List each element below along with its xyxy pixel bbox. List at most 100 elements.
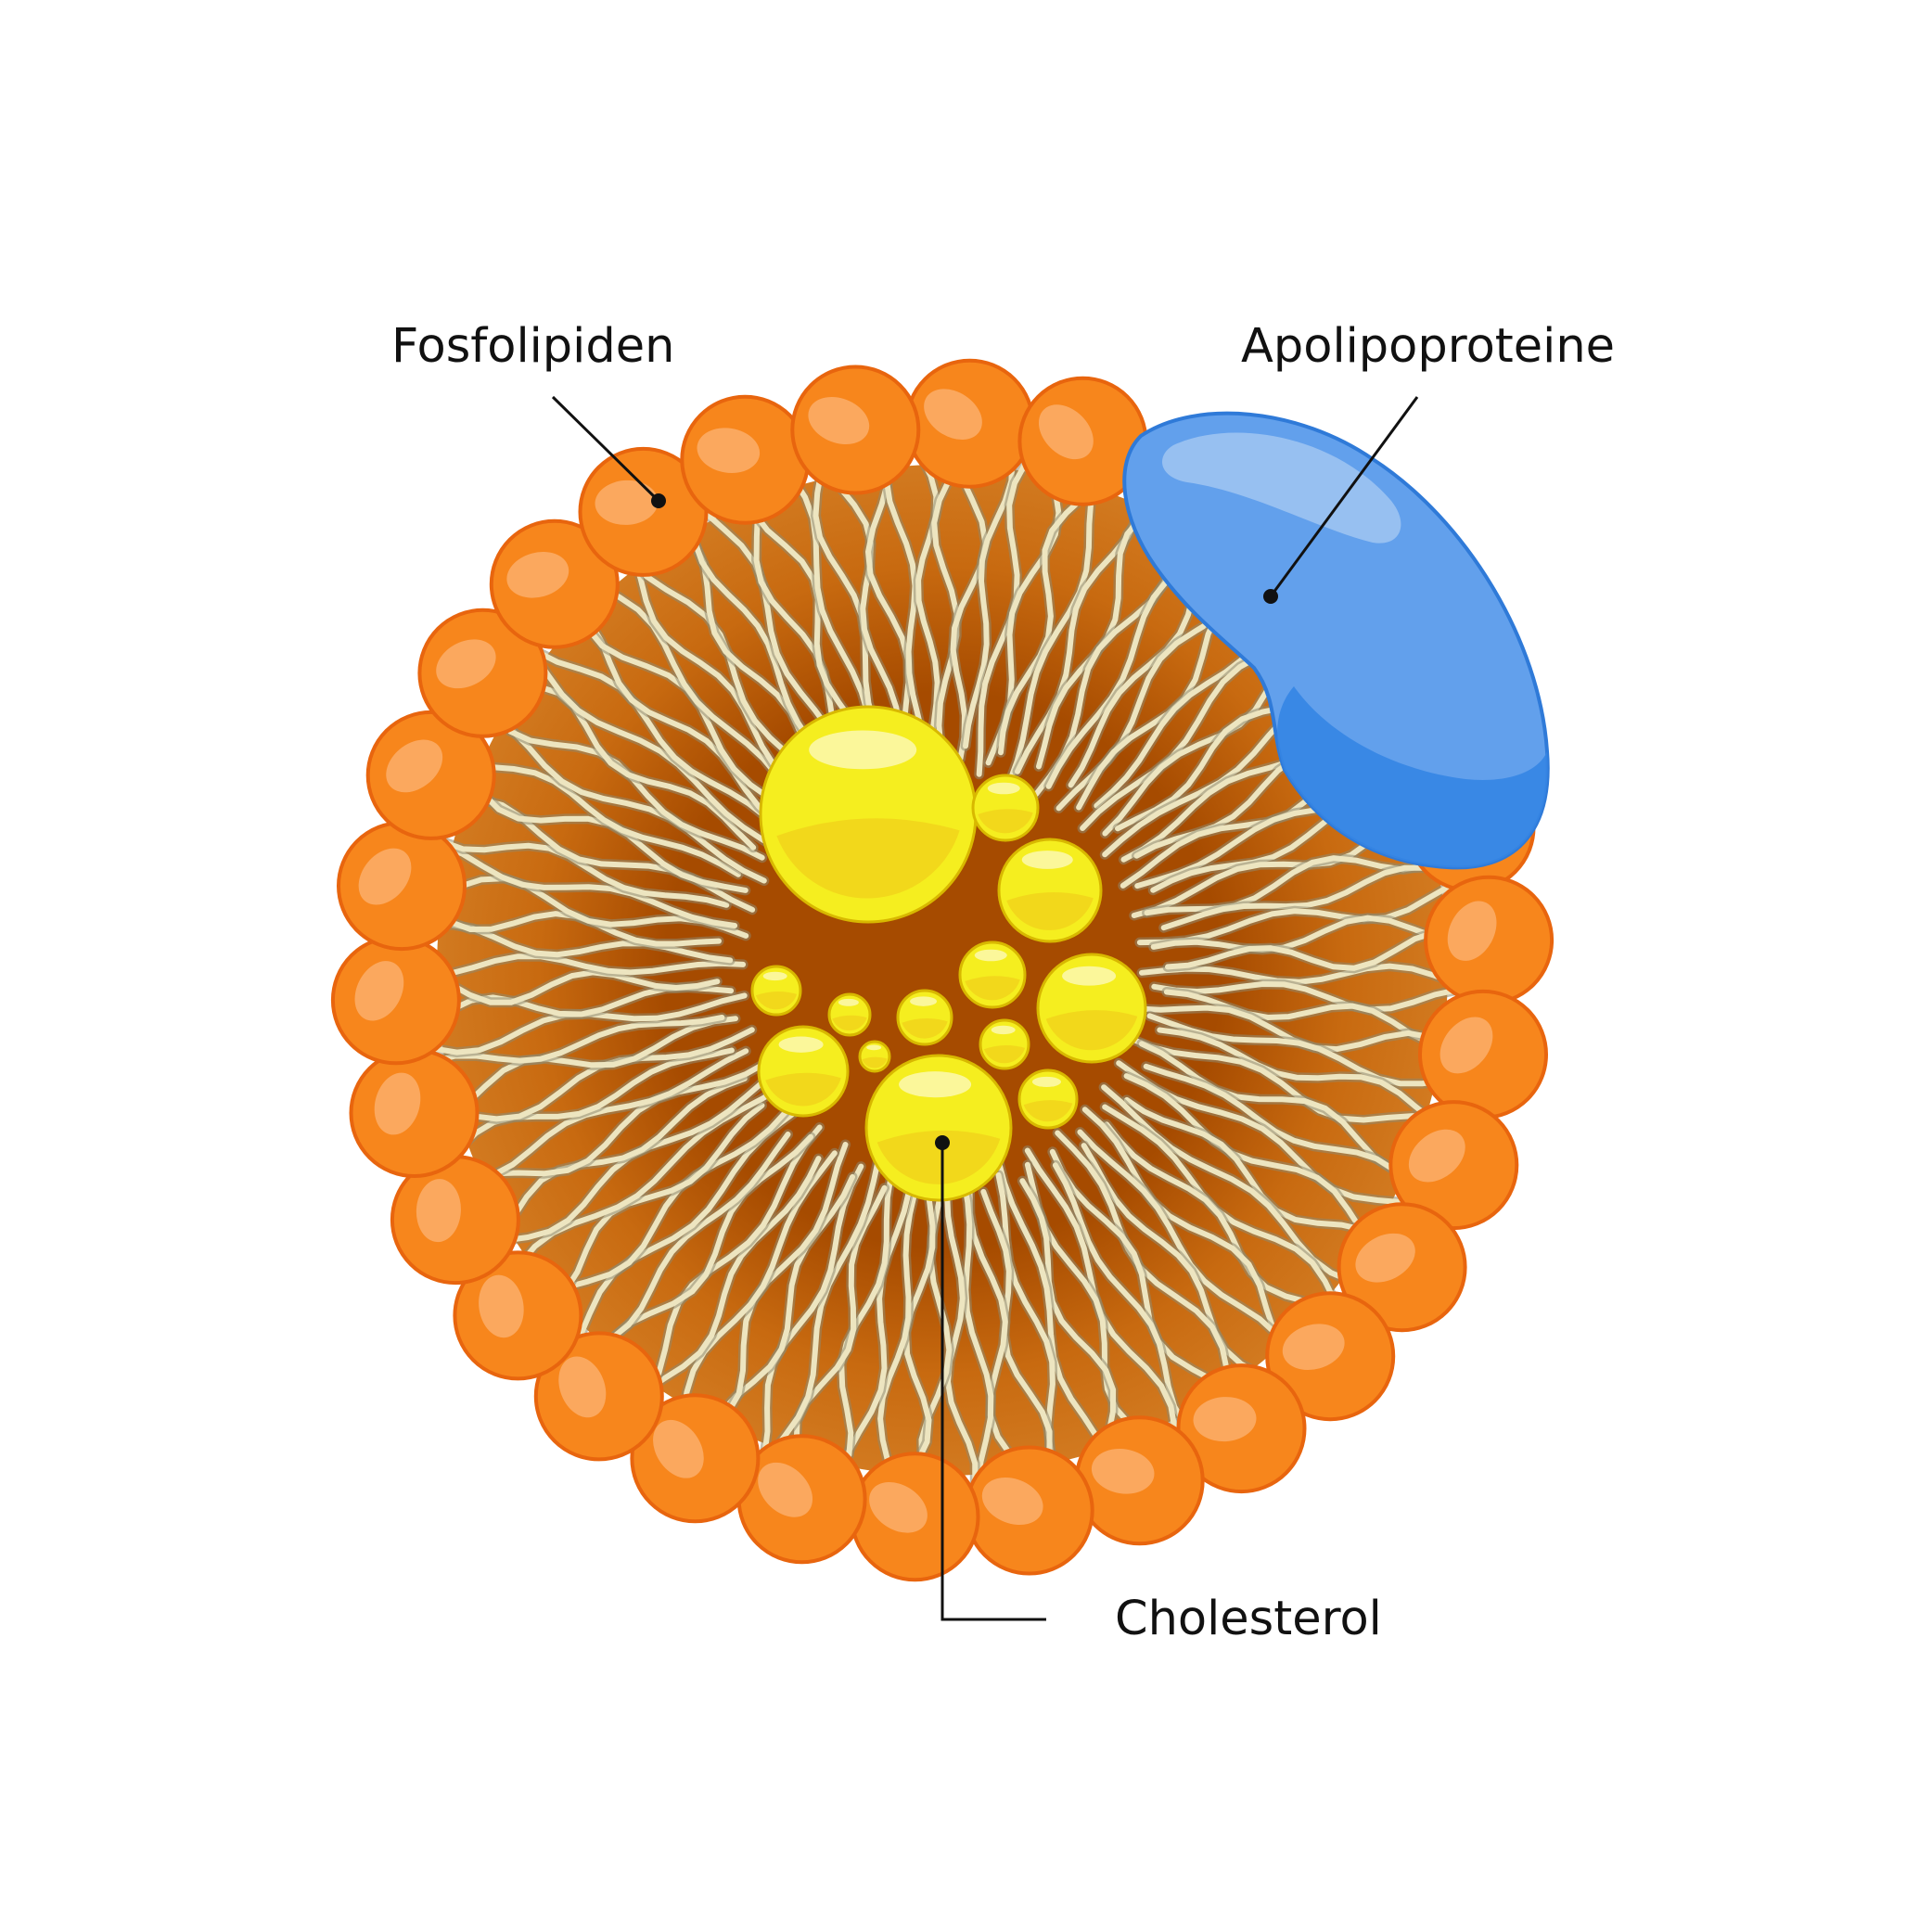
- tail-strand: [950, 452, 989, 761]
- orange-sphere-icon: [337, 821, 467, 952]
- apolipoprotein-leader-line: [1269, 396, 1419, 597]
- droplet-highlight: [809, 730, 917, 770]
- sphere-highlight: [1408, 1129, 1465, 1183]
- apolipoprotein-highlight: [1162, 432, 1401, 544]
- sphere-highlight: [758, 1462, 813, 1517]
- tail-strand: [1143, 1063, 1414, 1188]
- sphere-highlight: [653, 1419, 704, 1478]
- tail-strand: [497, 1075, 748, 1238]
- sphere-highlight: [1355, 1233, 1415, 1283]
- droplet-shade: [776, 818, 960, 899]
- tail-strand: [998, 477, 1103, 756]
- droplet-shade: [765, 1072, 841, 1107]
- tail-strand: [440, 842, 738, 928]
- tail-strand: [445, 1016, 738, 1119]
- sphere-highlight: [436, 639, 496, 689]
- droplet-shade: [902, 1018, 948, 1039]
- tail-strand: [1157, 1027, 1438, 1124]
- droplet-highlight: [838, 998, 859, 1006]
- sphere-highlight: [358, 848, 412, 905]
- tail-strand: [1165, 929, 1459, 971]
- orange-sphere-icon: [417, 608, 548, 738]
- tail-strand: [1104, 1121, 1333, 1312]
- tail-strand: [1077, 1129, 1291, 1355]
- droplet-highlight: [910, 996, 938, 1006]
- sphere-highlight: [869, 1481, 928, 1533]
- sphere-highlight: [416, 1179, 461, 1243]
- sphere-highlight: [1439, 1017, 1493, 1074]
- droplet-highlight: [991, 1025, 1016, 1035]
- tail-strand: [1160, 864, 1451, 931]
- orange-sphere-icon: [680, 394, 811, 525]
- tail-strand: [441, 838, 730, 908]
- tail-strand: [838, 1164, 915, 1478]
- cholesterol-droplets: [750, 705, 1147, 1202]
- tail-strand: [531, 653, 786, 854]
- tail-strand: [1052, 1162, 1188, 1427]
- phospholipids-leader-line: [551, 395, 660, 503]
- sphere-highlight: [924, 389, 982, 441]
- cholesterol-leader-line: [940, 1143, 1046, 1621]
- sphere-highlight: [808, 396, 870, 445]
- cholesterol-label: Cholesterol: [1115, 1592, 1382, 1646]
- yellow-droplet-icon: [971, 774, 1040, 842]
- yellow-droplet-icon: [958, 940, 1027, 1009]
- droplet-shade: [983, 1044, 1026, 1064]
- sphere-highlight: [697, 428, 761, 473]
- sphere-highlight: [506, 552, 569, 598]
- orange-sphere-icon: [453, 1250, 583, 1381]
- sphere-highlight: [558, 1356, 607, 1418]
- droplet-shade: [755, 991, 798, 1010]
- tail-strand: [1123, 1073, 1379, 1250]
- tail-strand: [761, 1163, 864, 1457]
- tail-strand: [432, 1015, 725, 1064]
- tail-strand: [1123, 1096, 1383, 1245]
- droplet-shade: [965, 976, 1020, 1001]
- tail-strand: [877, 1191, 917, 1486]
- yellow-droplet-icon: [997, 838, 1103, 943]
- yellow-droplet-icon: [979, 1018, 1030, 1070]
- apolipoprotein-label: Apolipoproteine: [1241, 319, 1616, 374]
- orange-sphere-icon: [1418, 989, 1548, 1120]
- droplet-highlight: [1021, 851, 1073, 869]
- sphere-highlight: [1282, 1324, 1345, 1370]
- yellow-droplet-icon: [864, 1054, 1013, 1202]
- sphere-highlight: [595, 480, 659, 525]
- orange-sphere-icon: [630, 1393, 761, 1524]
- tail-strand: [545, 1102, 765, 1305]
- tail-strand: [1081, 1107, 1291, 1355]
- tail-strand: [1019, 1178, 1117, 1462]
- sphere-highlight: [1193, 1397, 1257, 1442]
- tail-strand: [643, 1156, 822, 1395]
- droplet-highlight: [778, 1036, 824, 1053]
- orange-sphere-icon: [1337, 1202, 1467, 1333]
- tail-strand: [590, 1132, 791, 1351]
- sphere-highlight: [386, 739, 443, 793]
- leader-lines: [551, 395, 1419, 1621]
- orange-sphere-icon: [1176, 1363, 1307, 1494]
- orange-sphere-icon: [790, 365, 921, 495]
- tail-strand: [1127, 1035, 1439, 1123]
- droplet-highlight: [1062, 966, 1117, 986]
- droplet-shade: [1023, 1100, 1073, 1122]
- droplet-highlight: [974, 949, 1007, 962]
- yellow-droplet-icon: [896, 989, 953, 1046]
- orange-sphere-icon: [964, 1445, 1094, 1576]
- tail-strand: [469, 1048, 749, 1184]
- apolipoprotein-icon: [1122, 411, 1550, 870]
- droplet-highlight: [762, 971, 787, 981]
- yellow-droplet-icon: [827, 992, 872, 1037]
- apolipoprotein-leader-dot: [1263, 589, 1278, 604]
- yellow-droplet-icon: [759, 705, 978, 924]
- tail-strand: [467, 761, 741, 877]
- tail-strand: [883, 455, 929, 761]
- droplet-shade: [978, 809, 1033, 834]
- yellow-droplet-icon: [1036, 953, 1147, 1064]
- tail-strand: [944, 1193, 979, 1487]
- orange-sphere-icon: [349, 1048, 480, 1178]
- droplet-shade: [876, 1130, 1001, 1184]
- tail-strand: [963, 457, 1016, 749]
- droplet-highlight: [987, 782, 1020, 795]
